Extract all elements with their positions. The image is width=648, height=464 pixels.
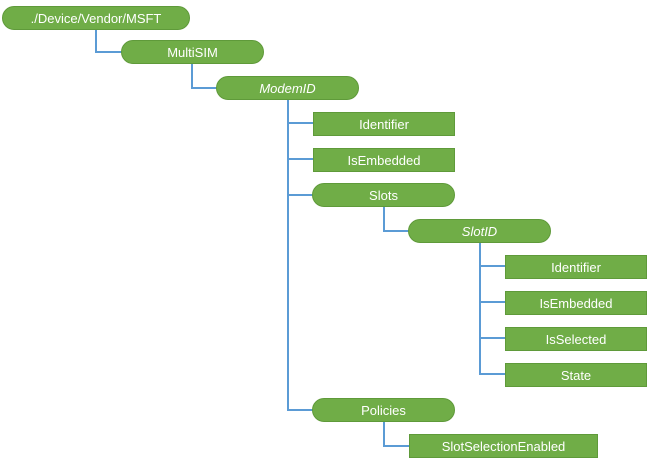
node-modem-identifier: Identifier	[313, 112, 455, 136]
node-modem-id: ModemID	[216, 76, 359, 100]
node-slot-id: SlotID	[408, 219, 551, 243]
node-modem-isembedded: IsEmbedded	[313, 148, 455, 172]
node-root: ./Device/Vendor/MSFT	[2, 6, 190, 30]
node-slot-selection-enabled: SlotSelectionEnabled	[409, 434, 598, 458]
node-policies: Policies	[312, 398, 455, 422]
node-slots: Slots	[312, 183, 455, 207]
node-multisim: MultiSIM	[121, 40, 264, 64]
node-slot-state: State	[505, 363, 647, 387]
node-slot-identifier: Identifier	[505, 255, 647, 279]
node-slot-isselected: IsSelected	[505, 327, 647, 351]
node-slot-isembedded: IsEmbedded	[505, 291, 647, 315]
